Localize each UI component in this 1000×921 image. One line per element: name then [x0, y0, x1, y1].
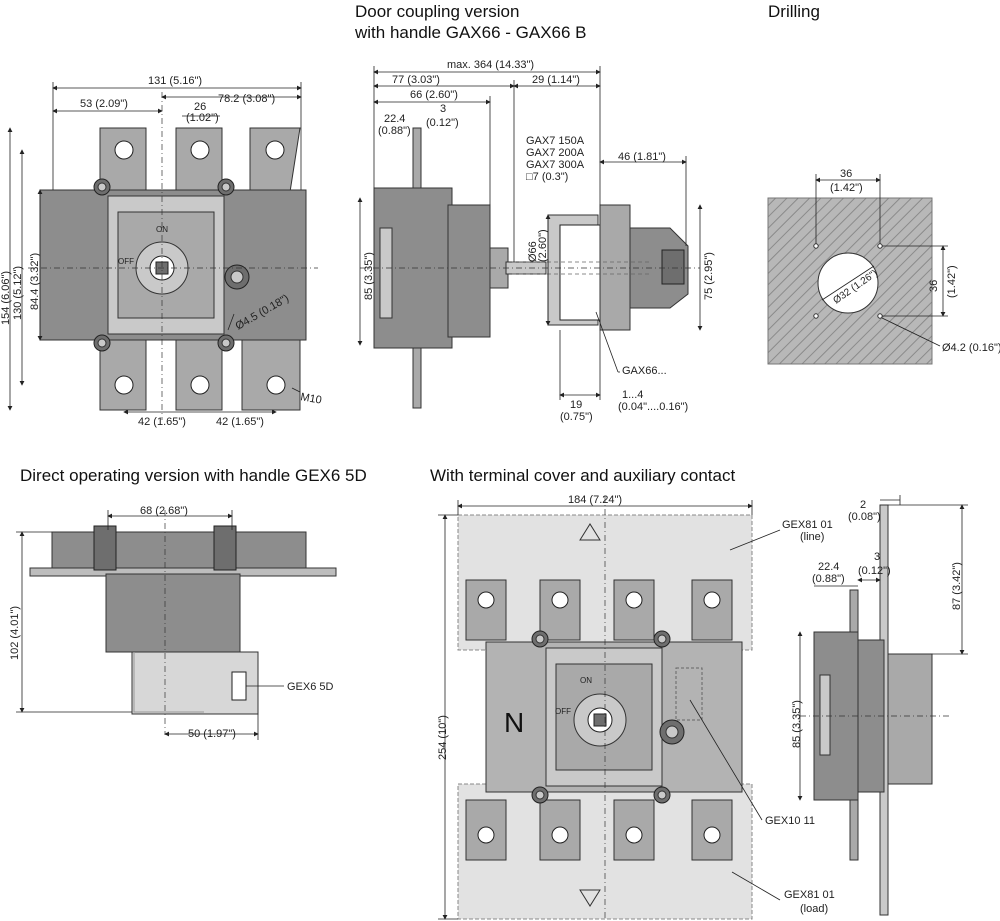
tc-dim-184: 184 (7.24")	[568, 494, 622, 506]
front-dimension-lines	[7, 82, 302, 415]
dc-dim-14a: 1...4	[622, 389, 643, 401]
heading-terminal-cover: With terminal cover and auxiliary contac…	[430, 466, 735, 485]
dc-dim-3b: (0.12")	[426, 117, 459, 129]
front-dim-84: 84.4 (3.32")	[29, 253, 41, 310]
dc-dim-224b: (0.88")	[378, 125, 411, 137]
heading-door-coupling-line2: with handle GAX66 - GAX66 B	[354, 23, 587, 42]
front-dim-130: 130 (5.12")	[12, 266, 24, 320]
dc-gax66: GAX66...	[622, 365, 667, 377]
dc-gax-150: GAX7 150A	[526, 135, 585, 147]
dc-dim-29: 29 (1.14")	[532, 74, 580, 86]
tc-gex81-load-b: (load)	[800, 903, 828, 915]
tc-gex10: GEX10 11	[765, 815, 815, 827]
drill-dim-hole: Ø4.2 (0.16")	[942, 342, 1000, 354]
heading-drilling: Drilling	[768, 2, 820, 21]
front-thread-m10: M10	[299, 391, 322, 407]
terminal-cover-side-drawing	[797, 495, 968, 916]
door-coupling-drawing	[360, 127, 700, 409]
tc-dim-2a: 2	[860, 499, 866, 511]
dc-dim-14b: (0.04"....0.16")	[618, 401, 688, 413]
dc-dim-85: 85 (3.35")	[363, 252, 375, 300]
front-dim-26b: (1.02")	[186, 112, 219, 124]
dc-dim-19b: (0.75")	[560, 411, 593, 423]
tc-off-label: OFF	[555, 707, 571, 716]
heading-door-coupling-line1: Door coupling version	[355, 2, 519, 21]
tc-gex81-line-a: GEX81 01	[782, 519, 833, 531]
front-dim-154: 154 (6.06")	[0, 271, 12, 325]
front-off-label: OFF	[118, 257, 134, 266]
dc-gax-300: GAX7 300A	[526, 159, 585, 171]
do-dim-102: 102 (4.01")	[9, 606, 21, 660]
front-dim-42-left: 42 (1.65")	[138, 416, 186, 428]
do-dim-68: 68 (2.68")	[140, 505, 188, 517]
tc-dim-87: 87 (3.42")	[951, 562, 963, 610]
tc-dim-2b: (0.08")	[848, 511, 881, 523]
tc-dim-254: 254 (10")	[437, 715, 449, 760]
front-dim-53: 53 (2.09")	[80, 98, 128, 110]
tc-gex81-load-a: GEX81 01	[784, 889, 835, 901]
drill-dim-36-side-b: (1.42")	[946, 265, 958, 298]
tc-on-label: ON	[580, 676, 592, 685]
tc-neutral-label: N	[504, 707, 524, 738]
tc-dim-3b: (0.12")	[858, 565, 891, 577]
dc-dim-75: 75 (2.95")	[703, 252, 715, 300]
tc-dim-224b: (0.88")	[812, 573, 845, 585]
front-on-label: ON	[156, 225, 168, 234]
front-dim-42-right: 42 (1.65")	[216, 416, 264, 428]
drilling-drawing	[767, 174, 948, 365]
dc-dim-46: 46 (1.81")	[618, 151, 666, 163]
tc-gex81-line-b: (line)	[800, 531, 824, 543]
front-view-drawing	[28, 92, 318, 420]
front-dim-26a: 26	[194, 101, 206, 113]
drill-dim-36-side-a: 36	[928, 280, 940, 292]
do-handle-label: GEX6 5D	[287, 681, 334, 693]
dc-dim-66dia-a: Ø66	[527, 241, 539, 262]
dc-dim-19a: 19	[570, 399, 582, 411]
dc-dim-66: 66 (2.60")	[410, 89, 458, 101]
heading-direct-operating: Direct operating version with handle GEX…	[20, 466, 367, 485]
dc-dim-77: 77 (3.03")	[392, 74, 440, 86]
dc-dim-224a: 22.4	[384, 113, 405, 125]
tc-dim-3a: 3	[874, 551, 880, 563]
do-dim-50: 50 (1.97")	[188, 728, 236, 740]
door-coupling-dimension-lines	[357, 66, 703, 400]
terminal-cover-drawing	[438, 496, 781, 921]
dc-gax-200: GAX7 200A	[526, 147, 585, 159]
dc-dim-66dia-b: (2.60")	[537, 229, 549, 262]
dc-dim-3a: 3	[440, 103, 446, 115]
dc-dim-max: max. 364 (14.33")	[447, 59, 534, 71]
front-dim-131: 131 (5.16")	[148, 75, 202, 87]
direct-operating-drawing	[16, 510, 337, 740]
drill-dim-36-top-a: 36	[840, 168, 852, 180]
tc-dim-224a: 22.4	[818, 561, 839, 573]
front-dim-78: 78.2 (3.08")	[218, 93, 275, 105]
tc-dim-85: 85 (3.35")	[791, 700, 803, 748]
drill-dim-36-top-b: (1.42")	[830, 182, 863, 194]
dc-gax-square: □7 (0.3")	[526, 171, 568, 183]
